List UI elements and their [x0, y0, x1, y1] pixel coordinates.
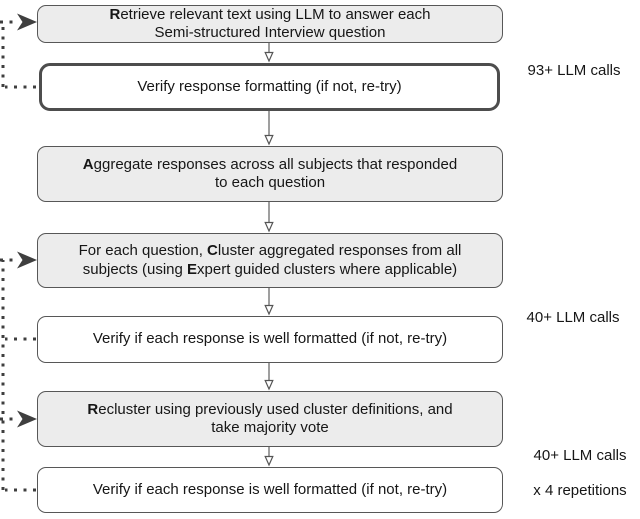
- llm-calls-note-1: 93+ LLM calls: [512, 44, 636, 79]
- step-recluster-label: Recluster using previously used cluster …: [87, 400, 453, 436]
- flow-arrow-1: [264, 43, 274, 63]
- retry-arrowhead-2: [17, 251, 37, 269]
- step-verify-format-box: Verify response formatting (if not, re-t…: [39, 63, 500, 111]
- flow-arrow-3: [264, 202, 274, 233]
- retry-arrowhead-1: [17, 13, 37, 31]
- retry-loop-arrow-1: [0, 13, 37, 89]
- step-verify-recluster-label: Verify if each response is well formatte…: [92, 480, 448, 498]
- flow-arrow-4: [264, 288, 274, 316]
- flow-arrow-5: [264, 363, 274, 391]
- step-verify-cluster-label: Verify if each response is well formatte…: [92, 330, 448, 348]
- step-cluster-label: For each question, Cluster aggregated re…: [78, 242, 462, 278]
- llm-calls-note-2-text: 40+ LLM calls: [526, 308, 620, 326]
- retry-loop-arrow-3: [0, 410, 37, 492]
- flow-arrow-6: [264, 447, 274, 467]
- llm-calls-note-2: 40+ LLM calls: [511, 291, 635, 326]
- llm-calls-note-1-text: 93+ LLM calls: [527, 61, 621, 79]
- llm-calls-note-3-line1: 40+ LLM calls: [533, 446, 627, 464]
- retry-arrowhead-3: [17, 410, 37, 428]
- llm-calls-note-3: 40+ LLM calls x 4 repetitions: [520, 429, 640, 517]
- step-verify-recluster-box: Verify if each response is well formatte…: [37, 467, 503, 513]
- step-aggregate-label: Aggregate responses across all subjects …: [82, 155, 458, 191]
- step-recluster-box: Recluster using previously used cluster …: [37, 391, 503, 447]
- llm-calls-note-3-line2: x 4 repetitions: [533, 482, 627, 500]
- step-verify-cluster-box: Verify if each response is well formatte…: [37, 316, 503, 363]
- step-verify-format-label: Verify response formatting (if not, re-t…: [137, 77, 402, 95]
- step-retrieve-box: Retrieve relevant text using LLM to answ…: [37, 5, 503, 43]
- flow-arrow-2: [264, 111, 274, 146]
- step-aggregate-box: Aggregate responses across all subjects …: [37, 146, 503, 202]
- step-retrieve-label: Retrieve relevant text using LLM to answ…: [109, 5, 431, 41]
- step-cluster-box: For each question, Cluster aggregated re…: [37, 233, 503, 288]
- retry-loop-arrow-2: [0, 251, 37, 490]
